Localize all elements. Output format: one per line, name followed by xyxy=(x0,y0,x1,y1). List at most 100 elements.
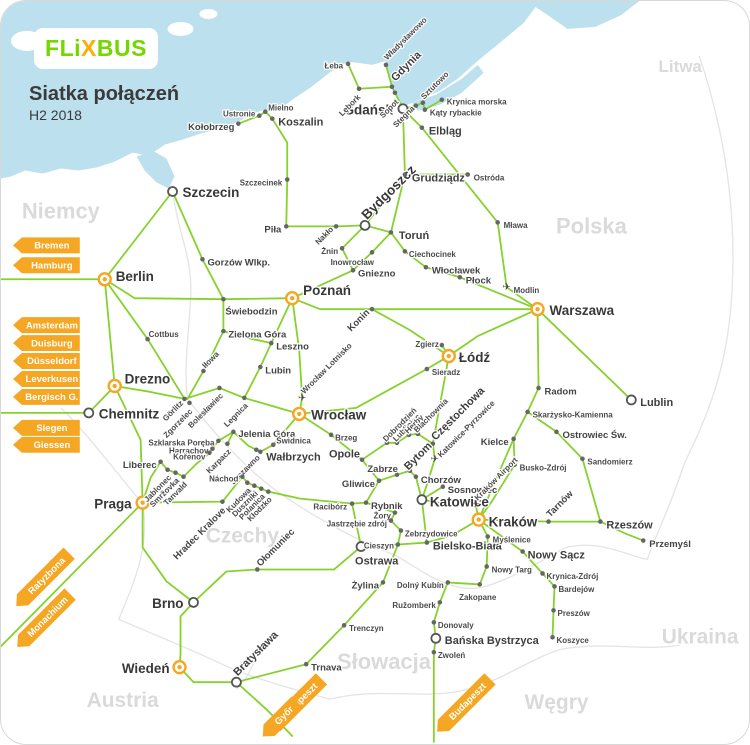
country-label-austria: Austria xyxy=(87,689,159,712)
city-marker-swidnica xyxy=(270,442,276,448)
route-line-29 xyxy=(382,543,399,584)
route-line-23 xyxy=(141,501,195,604)
route-line-15 xyxy=(243,297,294,399)
city-marker-zabrze xyxy=(394,472,400,478)
city-marker-gorlitz xyxy=(182,396,187,402)
destination-banner-bergisch-g: Bergisch G. xyxy=(12,388,80,405)
route-line-60 xyxy=(291,231,392,300)
banner-label: Giessen xyxy=(33,440,70,451)
route-line-17 xyxy=(291,297,304,415)
country-border-1 xyxy=(186,398,397,557)
city-marker-leszno xyxy=(268,340,274,346)
city-marker-bratyslawa xyxy=(230,676,242,688)
city-marker-herby xyxy=(406,432,412,438)
city-label-rybnik: Rybnik xyxy=(371,501,403,512)
city-label-trnava: Trnava xyxy=(311,663,342,674)
city-marker-boleslawiec xyxy=(217,385,222,391)
city-label-brno: Brno xyxy=(152,596,183,611)
banner-arrow-shape xyxy=(12,419,80,436)
city-marker-zebrzydowice xyxy=(398,528,404,533)
banner-arrow-shape xyxy=(17,588,76,647)
banner-arrow-shape xyxy=(12,353,80,370)
city-label-leszno: Leszno xyxy=(276,341,309,352)
city-marker-ilowa xyxy=(201,368,206,374)
city-label-katowice: Katowice xyxy=(430,494,490,509)
city-label-plock: Płock xyxy=(466,276,492,287)
city-marker-stegna xyxy=(413,103,419,109)
destination-banner-gyor: Győr xyxy=(262,696,303,737)
city-label-ostrawa: Ostrawa xyxy=(355,555,399,567)
route-line-1 xyxy=(103,190,174,281)
route-line-40 xyxy=(420,498,480,521)
city-label-zgierz: Zgierz xyxy=(415,340,438,349)
city-marker-dobrodzien xyxy=(384,440,390,446)
city-label-grudziadz: Grudziądz xyxy=(412,172,466,184)
city-marker-nowy-targ xyxy=(484,564,489,569)
city-marker-legnica xyxy=(242,395,247,401)
city-label-raciborz: Racibórz xyxy=(313,502,347,511)
city-marker-sopot xyxy=(392,90,398,96)
city-marker-trenczyn xyxy=(341,623,347,628)
city-marker-koszalin xyxy=(269,116,275,121)
city-marker-lubliniec xyxy=(394,440,400,446)
city-label-opole: Opole xyxy=(329,449,360,461)
route-line-2 xyxy=(171,190,225,301)
banner-label: Amsterdam xyxy=(26,320,78,331)
city-label-zabrze: Zabrze xyxy=(367,464,398,475)
city-marker-krynica-zdroj xyxy=(540,571,545,576)
destination-banner-duisburg: Duisburg xyxy=(12,335,80,352)
city-marker-krynica-morska xyxy=(439,97,445,103)
city-marker-inowroclaw xyxy=(369,250,375,255)
route-line-18 xyxy=(141,460,162,504)
route-line-28 xyxy=(235,681,294,737)
city-marker-trnava xyxy=(303,661,309,667)
city-marker-gdynia xyxy=(389,84,395,90)
city-marker-center-warszawa xyxy=(535,306,540,312)
city-marker-ruzomberk xyxy=(437,600,443,605)
city-marker-zielona-gora xyxy=(221,328,226,334)
city-label-busko-zdroj: Busko-Zdrój xyxy=(520,464,567,473)
route-line-5 xyxy=(222,297,294,301)
city-marker-zwolen xyxy=(431,649,437,655)
city-marker-konin xyxy=(369,306,375,312)
city-label-szczecin: Szczecin xyxy=(183,185,240,200)
map-title: Siatka połączeń xyxy=(29,83,180,105)
city-marker-center-praga xyxy=(140,500,145,505)
city-label-modlin: Modlin xyxy=(514,286,540,295)
city-marker-lubin xyxy=(258,364,263,370)
city-label-zielona-gora: Zielona Góra xyxy=(228,329,287,340)
route-line-41 xyxy=(477,518,489,586)
country-label-niemcy: Niemcy xyxy=(22,198,101,223)
city-label-chemnitz: Chemnitz xyxy=(99,407,160,422)
city-label-ostroda: Ostróda xyxy=(474,173,505,182)
city-label-wieden: Wiedeń xyxy=(122,661,170,676)
city-marker-center-poznan xyxy=(290,296,295,301)
destination-banner-bremen: Bremen xyxy=(12,237,80,254)
banner-arrow-shape xyxy=(12,335,80,352)
city-marker-torun xyxy=(388,230,394,235)
city-label-radom: Radom xyxy=(545,386,577,397)
country-border-4 xyxy=(646,55,734,560)
city-marker-mlawa xyxy=(495,220,500,225)
route-line-12 xyxy=(1,501,144,648)
city-marker-cieszyn xyxy=(395,542,401,547)
route-line-8 xyxy=(103,278,116,387)
banner-label: Bergisch G. xyxy=(25,392,78,403)
city-marker-zakopane xyxy=(477,582,483,587)
city-marker-ciechocinek xyxy=(402,249,408,254)
route-line-69 xyxy=(420,498,428,544)
city-label-przemysl: Przemyśl xyxy=(649,539,691,550)
city-label-zebrzydowice: Zebrzydowice xyxy=(405,529,458,538)
city-marker-brzeg xyxy=(328,432,334,438)
city-marker-tarnow xyxy=(546,519,551,524)
city-label-chorzow: Chorzów xyxy=(421,475,462,486)
route-line-45 xyxy=(599,520,645,542)
logo-text-x: X xyxy=(81,35,97,61)
city-marker-lublin xyxy=(625,394,637,406)
city-marker-elblag xyxy=(419,125,425,130)
city-label-koszyce: Koszyce xyxy=(557,636,590,645)
city-marker-sieradz xyxy=(424,366,430,372)
city-marker-klodzko xyxy=(265,489,271,494)
